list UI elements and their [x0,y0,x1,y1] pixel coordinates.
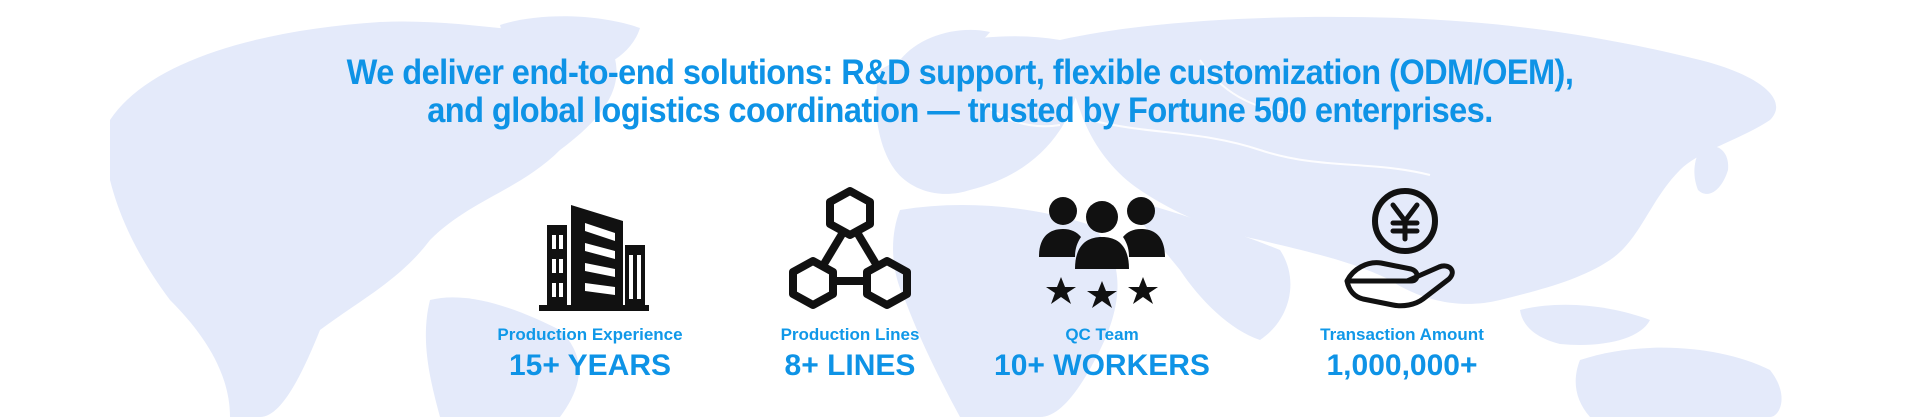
stat-production-lines: Production Lines 8+ LINES [690,185,1010,383]
stat-label: Transaction Amount [1320,325,1484,344]
stat-value: 10+ WORKERS [994,349,1210,382]
stat-transaction-amount: Transaction Amount 1,000,000+ [1242,185,1562,383]
network-hexagons-icon [789,187,911,309]
stat-label: Production Experience [497,325,683,344]
stat-label: Production Lines [780,325,920,344]
stat-value: 15+ YEARS [508,349,672,382]
headline-line-1: We deliver end-to-end solutions: R&D sup… [346,53,1574,92]
stat-label: QC Team [1065,325,1139,344]
headline: We deliver end-to-end solutions: R&D sup… [67,54,1853,130]
headline-line-2: and global logistics coordination — trus… [427,91,1493,130]
stat-value: 8+ LINES [784,349,916,382]
yen-coin-hand-icon [1344,188,1455,309]
stat-qc-team: QC Team 10+ WORKERS [942,185,1262,383]
building-icon [539,205,649,311]
team-stars-icon [1039,197,1165,308]
stat-production-experience: Production Experience 15+ YEARS [430,185,750,383]
stat-value: 1,000,000+ [1326,349,1478,382]
